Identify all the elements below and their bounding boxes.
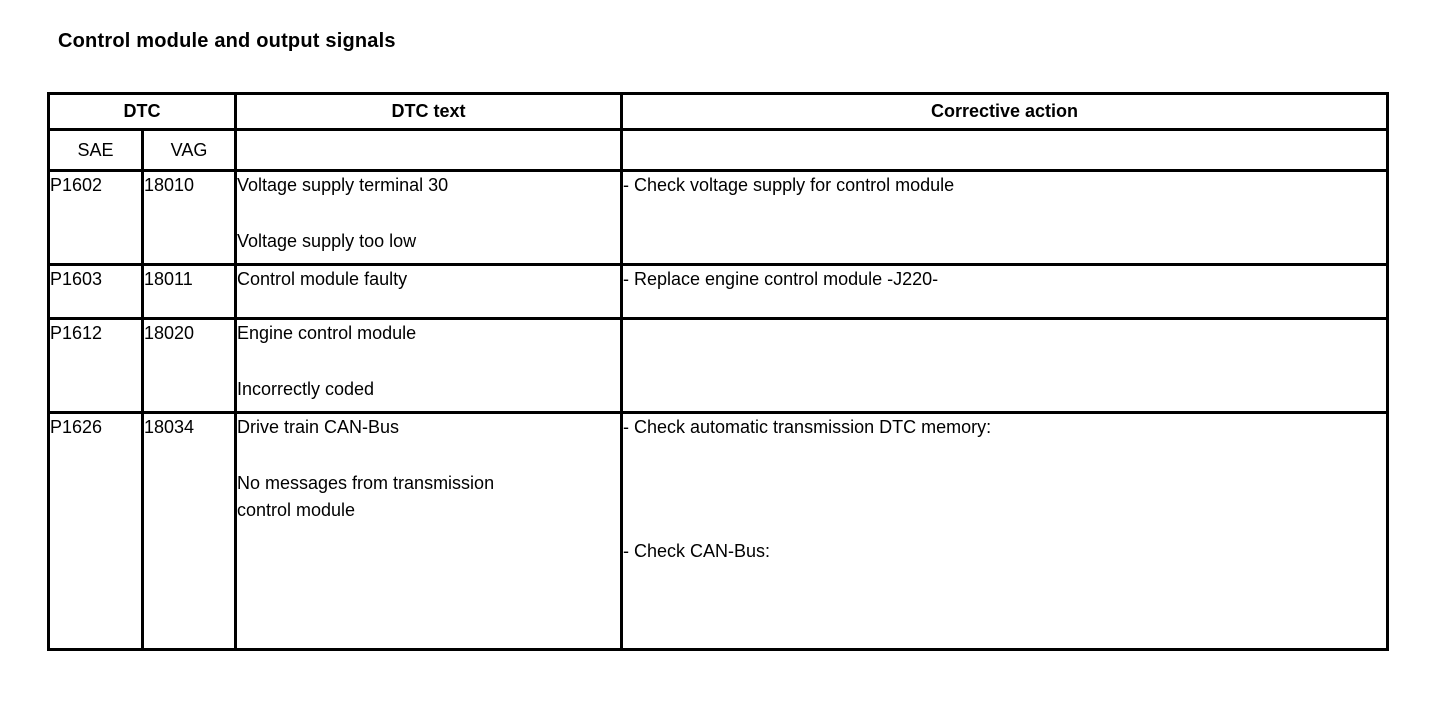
cell-dtc-text: Control module faulty [234,263,623,320]
table-header-row: DTC DTC text Corrective action [47,92,1389,131]
cell-sae: P1626 [47,411,144,651]
sae-code: P1626 [50,417,103,437]
cell-vag: 18010 [141,169,237,266]
corrective-action-line: - Check automatic transmission DTC memor… [623,417,992,437]
dtc-text-line: Engine control module [237,323,417,343]
cell-corrective-action [620,317,1389,414]
cell-dtc-text: Drive train CAN-Bus No messages from tra… [234,411,623,651]
dtc-text-line: Voltage supply too low [237,231,417,251]
cell-vag: 18020 [141,317,237,414]
cell-sae: P1603 [47,263,144,320]
page: Control module and output signals DTC DT… [47,30,1389,651]
cell-corrective-action: - Replace engine control module -J220- [620,263,1389,320]
vag-code: 18010 [144,175,195,195]
cell-vag: 18034 [141,411,237,651]
corrective-action-line: - Check voltage supply for control modul… [623,175,955,195]
vag-code: 18020 [144,323,195,343]
page-title: Control module and output signals [58,30,396,52]
header-corrective-action: Corrective action [620,92,1389,131]
table-row: P1626 18034 Drive train CAN-Bus No messa… [47,411,1389,651]
header-dtc: DTC [47,92,237,131]
corrective-action-line: - Replace engine control module -J220- [623,269,939,289]
table-row: P1612 18020 Engine control module Incorr… [47,317,1389,414]
dtc-text-line: Voltage supply terminal 30 [237,175,449,195]
sae-code: P1612 [50,323,103,343]
dtc-text-line: Control module faulty [237,269,408,289]
cell-dtc-text: Voltage supply terminal 30 Voltage suppl… [234,169,623,266]
cell-vag: 18011 [141,263,237,320]
header-dtc-text: DTC text [234,92,623,131]
dtc-text-line: No messages from transmission control mo… [237,473,495,520]
subheader-empty-corrective-action [620,128,1389,172]
dtc-text-line: Drive train CAN-Bus [237,417,400,437]
dtc-text-line: Incorrectly coded [237,379,375,399]
cell-corrective-action: - Check automatic transmission DTC memor… [620,411,1389,651]
cell-corrective-action: - Check voltage supply for control modul… [620,169,1389,266]
table-row: P1602 18010 Voltage supply terminal 30 V… [47,169,1389,266]
subheader-vag: VAG [141,128,237,172]
table-row: P1603 18011 Control module faulty - Repl… [47,263,1389,320]
vag-code: 18011 [144,269,193,289]
cell-sae: P1612 [47,317,144,414]
sae-code: P1603 [50,269,103,289]
vag-code: 18034 [144,417,195,437]
sae-code: P1602 [50,175,103,195]
subheader-sae: SAE [47,128,144,172]
cell-sae: P1602 [47,169,144,266]
dtc-table: DTC DTC text Corrective action SAE VAG P… [47,92,1389,651]
cell-dtc-text: Engine control module Incorrectly coded [234,317,623,414]
corrective-action-line: - Check CAN-Bus: [623,541,771,561]
subheader-empty-dtc-text [234,128,623,172]
table-subheader-row: SAE VAG [47,128,1389,172]
